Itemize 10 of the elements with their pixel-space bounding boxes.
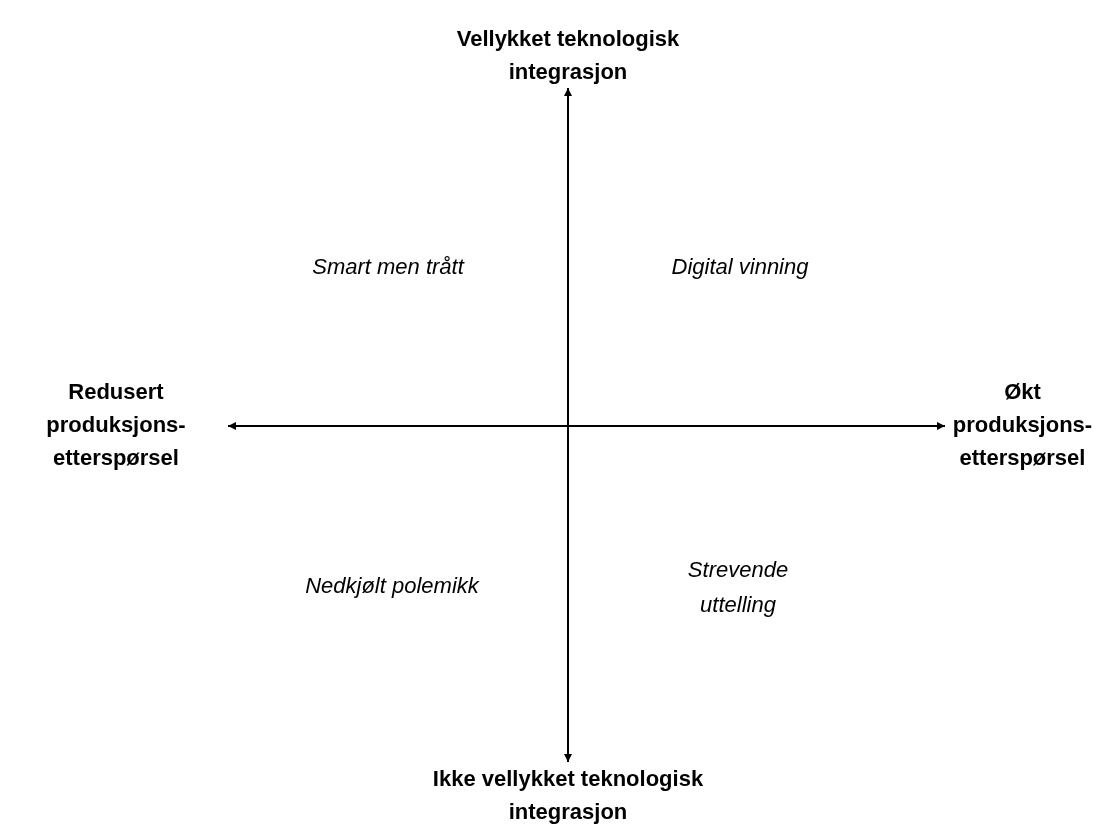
axis-arrow	[564, 87, 572, 763]
axis-label: Ikke vellykket teknologisk integrasjon	[431, 765, 705, 826]
quadrant-label: Nedkjølt polemikk	[304, 572, 481, 600]
axis-arrow	[227, 422, 946, 430]
quadrant-label: Strevende uttelling	[686, 556, 790, 619]
quadrant-label: Smart men trått	[311, 253, 466, 281]
quadrant-label: Digital vinning	[670, 253, 810, 281]
axis-label: Redusert produksjons-etterspørsel	[45, 378, 187, 472]
axis-label: Økt produksjons-etterspørsel	[951, 378, 1094, 472]
axis-label: Vellykket teknologisk integrasjon	[455, 25, 681, 86]
